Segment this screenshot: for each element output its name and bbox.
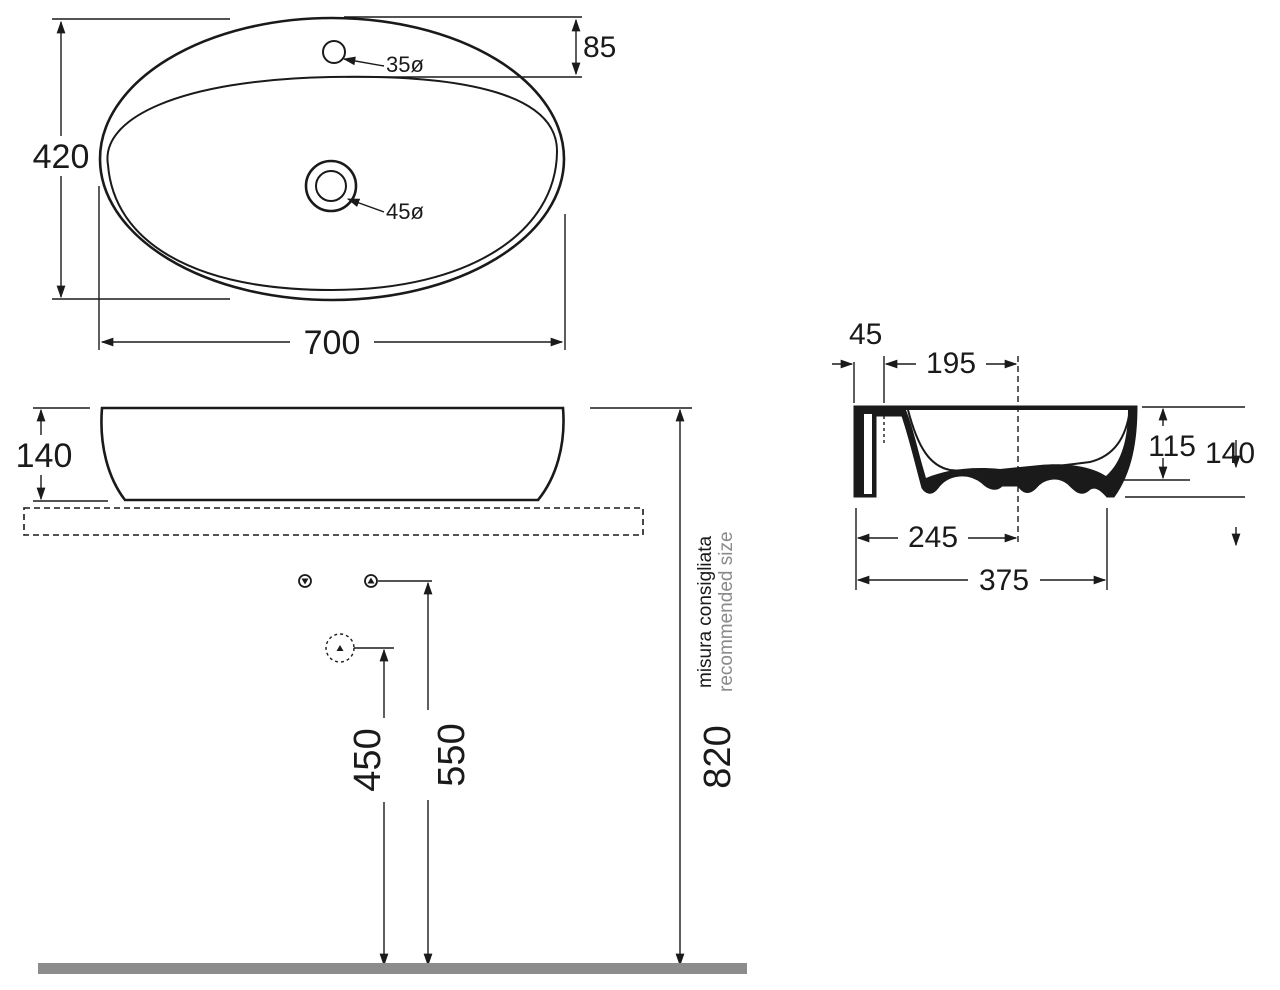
tap-offset-dimension-label: 85 bbox=[583, 31, 616, 64]
floor-line bbox=[38, 963, 747, 974]
waste-outlet-icon bbox=[325, 633, 355, 663]
tap-center-dimension-label: 195 bbox=[926, 347, 976, 380]
supply-connection-icon bbox=[364, 574, 378, 588]
tap-hole-icon bbox=[322, 40, 346, 64]
top-view: 35ø 45ø 420 85 700 bbox=[28, 16, 616, 362]
front-view: 140 550 450 820 misura consigliata bbox=[6, 406, 747, 974]
height-dimension-label: 140 bbox=[16, 437, 73, 475]
basin-inner-outline bbox=[106, 75, 559, 292]
drain-hole-diameter-label: 45ø bbox=[386, 199, 424, 224]
tap-hole-diameter-label: 35ø bbox=[386, 52, 424, 77]
width-dimension-label: 700 bbox=[304, 324, 361, 362]
recommended-size-note-it: misura consigliata bbox=[695, 536, 716, 688]
side-depth-dimension-label: 375 bbox=[979, 564, 1029, 597]
top-height-dimension-label: 820 bbox=[697, 725, 739, 788]
inner-depth-dimension-label: 115 bbox=[1148, 430, 1196, 463]
supply-height-dimension-label: 550 bbox=[431, 723, 473, 786]
drain-center-dimension-label: 245 bbox=[908, 521, 958, 554]
recommended-size-note-en: recommended size bbox=[716, 531, 737, 692]
countertop-outline bbox=[23, 507, 644, 536]
drain-inner-ring-icon bbox=[315, 170, 347, 202]
drain-height-dimension-label: 450 bbox=[347, 728, 389, 791]
drain-outer-ring-icon bbox=[304, 159, 358, 213]
depth-dimension-label: 420 bbox=[33, 138, 90, 176]
rim-dimension-label: 45 bbox=[849, 318, 882, 351]
drain-connection-icon bbox=[298, 574, 312, 588]
basin-outer-outline bbox=[98, 16, 566, 302]
side-section-view: 45 195 115 140 245 375 bbox=[832, 318, 1255, 597]
basin-front-profile bbox=[100, 406, 565, 502]
side-height-dimension-label: 140 bbox=[1205, 437, 1255, 470]
